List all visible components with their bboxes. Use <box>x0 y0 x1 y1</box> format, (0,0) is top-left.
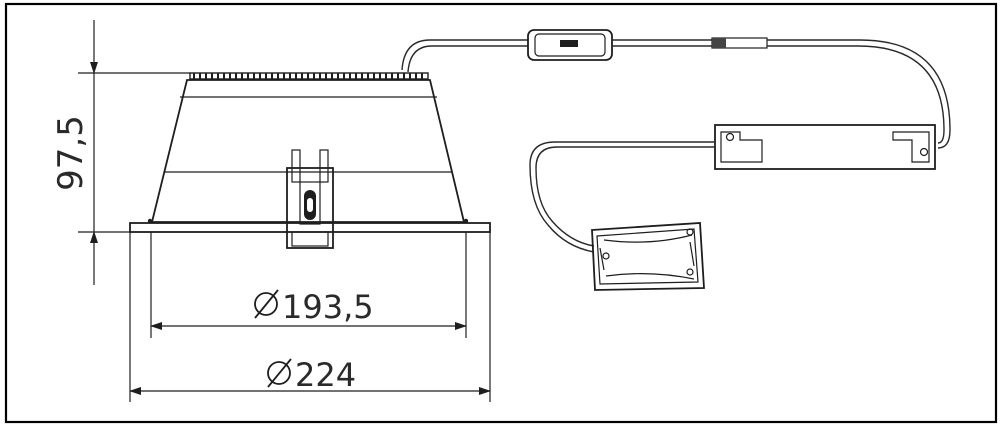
spring-clip <box>286 149 334 249</box>
diameter-symbol-icon <box>254 289 279 319</box>
height-dimension-label: 97,5 <box>51 115 91 191</box>
inner-diameter-dimension: 193,5 <box>150 232 467 338</box>
outer-diameter-dimension: 224 <box>129 232 491 402</box>
drawing-border <box>4 2 998 424</box>
battery-pack <box>591 222 705 291</box>
inner-diameter-label: 193,5 <box>282 288 374 326</box>
heatsink-fins <box>189 72 429 80</box>
inline-connector <box>527 29 613 61</box>
outer-diameter-label: 224 <box>295 356 356 394</box>
power-cable <box>401 29 951 149</box>
led-driver <box>529 124 936 253</box>
height-dimension: 97,5 <box>51 20 190 285</box>
downlight-body <box>129 72 491 249</box>
diameter-symbol-icon <box>267 358 292 388</box>
